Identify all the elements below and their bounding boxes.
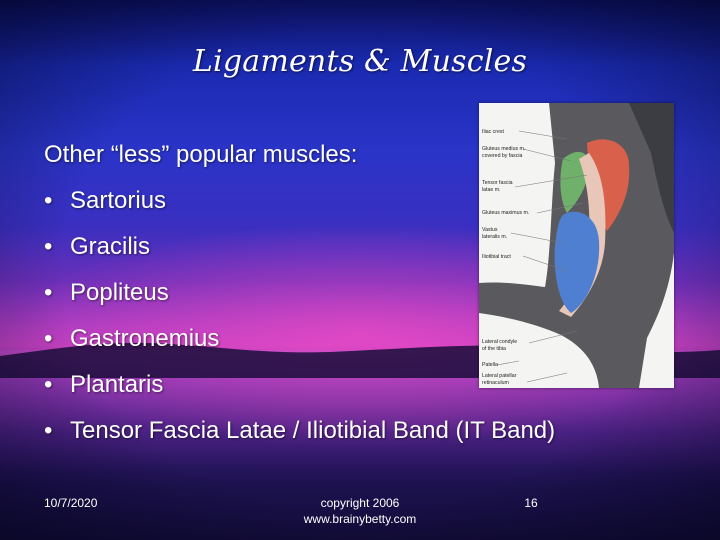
figure-label: Lateral patellar	[482, 373, 517, 379]
footer-copyright: copyright 2006 www.brainybetty.com	[260, 495, 460, 527]
footer-date: 10/7/2020	[44, 496, 98, 510]
muscle-blue	[554, 211, 600, 313]
list-item: • Sartorius	[44, 178, 684, 224]
bullet-icon: •	[44, 417, 53, 444]
figure-label: Vastus	[482, 227, 498, 233]
figure-label: lateralis m.	[482, 234, 507, 240]
list-item-label: Gastronemius	[70, 325, 220, 352]
figure-label: retinaculum	[482, 380, 509, 386]
list-item: • Popliteus	[44, 270, 684, 316]
list-item-label: Popliteus	[70, 279, 169, 306]
figure-label: Tensor fascia	[482, 180, 513, 186]
copyright-url: www.brainybetty.com	[303, 512, 417, 526]
figure-label: latae m.	[482, 187, 500, 193]
bullet-icon: •	[44, 371, 53, 398]
figure-label: of the tibia	[482, 346, 506, 352]
slide-body: Other “less” popular muscles: • Sartorius…	[44, 132, 684, 454]
bullet-icon: •	[44, 325, 53, 352]
copyright-text: copyright 2006	[320, 496, 400, 510]
figure-label: Iliac crest	[482, 129, 504, 135]
bullet-icon: •	[44, 233, 53, 260]
figure-label: covered by fascia	[482, 153, 522, 159]
figure-label: Lateral condyle	[482, 339, 517, 345]
list-item-label: Plantaris	[70, 371, 164, 398]
thigh-muscle-illustration: Iliac crest Gluteus medius m. covered by…	[479, 103, 674, 388]
list-item-label: Tensor Fascia Latae / Iliotibial Band (I…	[70, 417, 556, 444]
bullet-icon: •	[44, 279, 53, 306]
list-item: • Gracilis	[44, 224, 684, 270]
list-item-label: Sartorius	[70, 187, 167, 214]
list-item-label: Gracilis	[70, 233, 151, 260]
list-item: • Plantaris	[44, 362, 684, 408]
page-number: 16	[524, 496, 538, 510]
bullet-icon: •	[44, 187, 53, 214]
list-item: • Tensor Fascia Latae / Iliotibial Band (…	[44, 408, 684, 454]
intro-line: Other “less” popular muscles:	[44, 141, 358, 168]
list-item: • Gastronemius	[44, 316, 684, 362]
figure-label: Iliotibial tract	[482, 254, 511, 260]
muscle-list: • Sartorius • Gracilis • Popliteus • Gastron…	[44, 178, 684, 454]
slide-title: Ligaments & Muscles	[192, 44, 528, 79]
figure-label: Gluteus medius m.	[482, 146, 525, 152]
figure-label: Gluteus maximus m.	[482, 210, 529, 216]
figure-label: Patella	[482, 362, 498, 368]
